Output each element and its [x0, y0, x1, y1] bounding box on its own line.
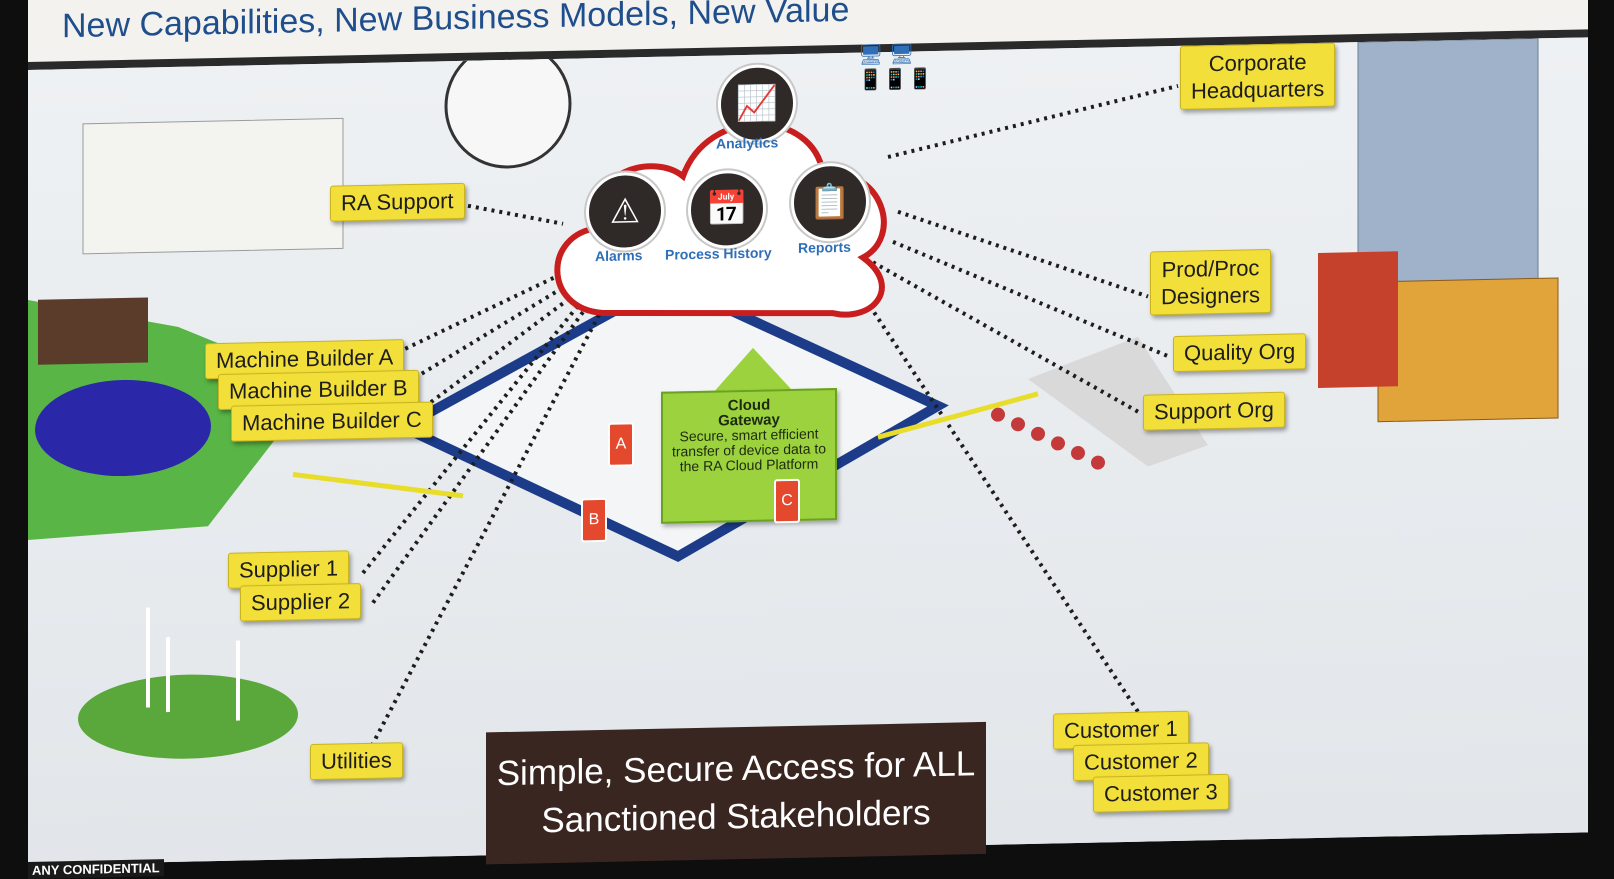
link-quality-org — [892, 240, 1169, 358]
red-rollers — [991, 407, 1105, 470]
alarms-label: Alarms — [595, 247, 643, 265]
line-marker-c: C — [774, 478, 800, 524]
analytics-label: Analytics — [716, 134, 779, 152]
banner-line2: Sanctioned Stakeholders — [541, 793, 931, 841]
banner-line1: Simple, Secure Access for ALL — [496, 744, 976, 794]
link-machine-builder-b — [406, 276, 580, 384]
hill-icon — [78, 674, 298, 759]
data-flow-left — [292, 471, 464, 499]
wind-turbine-icon — [146, 607, 240, 721]
label-prod-proc-line1: Prod/Proc — [1161, 255, 1260, 283]
label-prod-proc-line2: Designers — [1161, 282, 1261, 310]
link-supplier-1 — [361, 292, 590, 575]
link-machine-builder-c — [416, 286, 585, 414]
label-machine-builder-c: Machine Builder C — [231, 401, 433, 442]
link-support-org — [871, 260, 1140, 414]
link-supplier-2 — [371, 297, 595, 604]
label-quality-org: Quality Org — [1173, 333, 1307, 373]
link-utilities — [366, 296, 610, 754]
link-machine-builder-a — [397, 266, 574, 355]
gateway-arrow-icon — [715, 347, 791, 391]
label-corporate-hq-line2: Headquarters — [1191, 75, 1325, 104]
diagram-canvas: 📈 Analytics ⚠ Alarms 📅 Process History 📋… — [28, 37, 1588, 879]
red-building-icon — [1318, 251, 1398, 388]
line-marker-a: A — [608, 422, 634, 467]
link-customers — [846, 271, 1140, 713]
data-flow-right — [877, 391, 1039, 440]
slide-title: New Capabilities, New Business Models, N… — [62, 0, 850, 46]
confidential-footer: ANY CONFIDENTIAL — [28, 859, 164, 879]
reports-label: Reports — [798, 238, 851, 256]
factory-icon — [38, 297, 148, 365]
label-supplier-2: Supplier 2 — [240, 583, 362, 622]
connection-lines — [292, 83, 1179, 754]
link-corporate-hq — [887, 83, 1179, 159]
link-prod-proc — [897, 209, 1149, 299]
label-support-org: Support Org — [1143, 391, 1285, 431]
label-utilities: Utilities — [310, 742, 403, 781]
line-marker-b: B — [581, 497, 607, 543]
label-customer-3: Customer 3 — [1093, 773, 1229, 813]
lake-icon — [35, 379, 211, 477]
building-icon — [82, 117, 344, 255]
link-ra-support — [467, 203, 564, 226]
label-corporate-hq: Corporate Headquarters — [1180, 42, 1336, 110]
label-corporate-hq-line1: Corporate — [1208, 49, 1307, 77]
process-history-label: Process History — [665, 244, 772, 263]
gateway-description: Secure, smart efficient transfer of devi… — [671, 425, 827, 475]
devices-icon: 🖥 🖥📱📱📱 — [858, 43, 933, 92]
access-banner: Simple, Secure Access for ALL Sanctioned… — [486, 721, 986, 865]
slide: New Capabilities, New Business Models, N… — [28, 0, 1588, 879]
warehouse-icon — [1028, 336, 1208, 467]
label-prod-proc-designers: Prod/Proc Designers — [1150, 248, 1272, 316]
label-ra-support: RA Support — [330, 182, 465, 222]
cloud-gateway-box: Cloud Gateway Secure, smart efficient tr… — [661, 388, 837, 524]
